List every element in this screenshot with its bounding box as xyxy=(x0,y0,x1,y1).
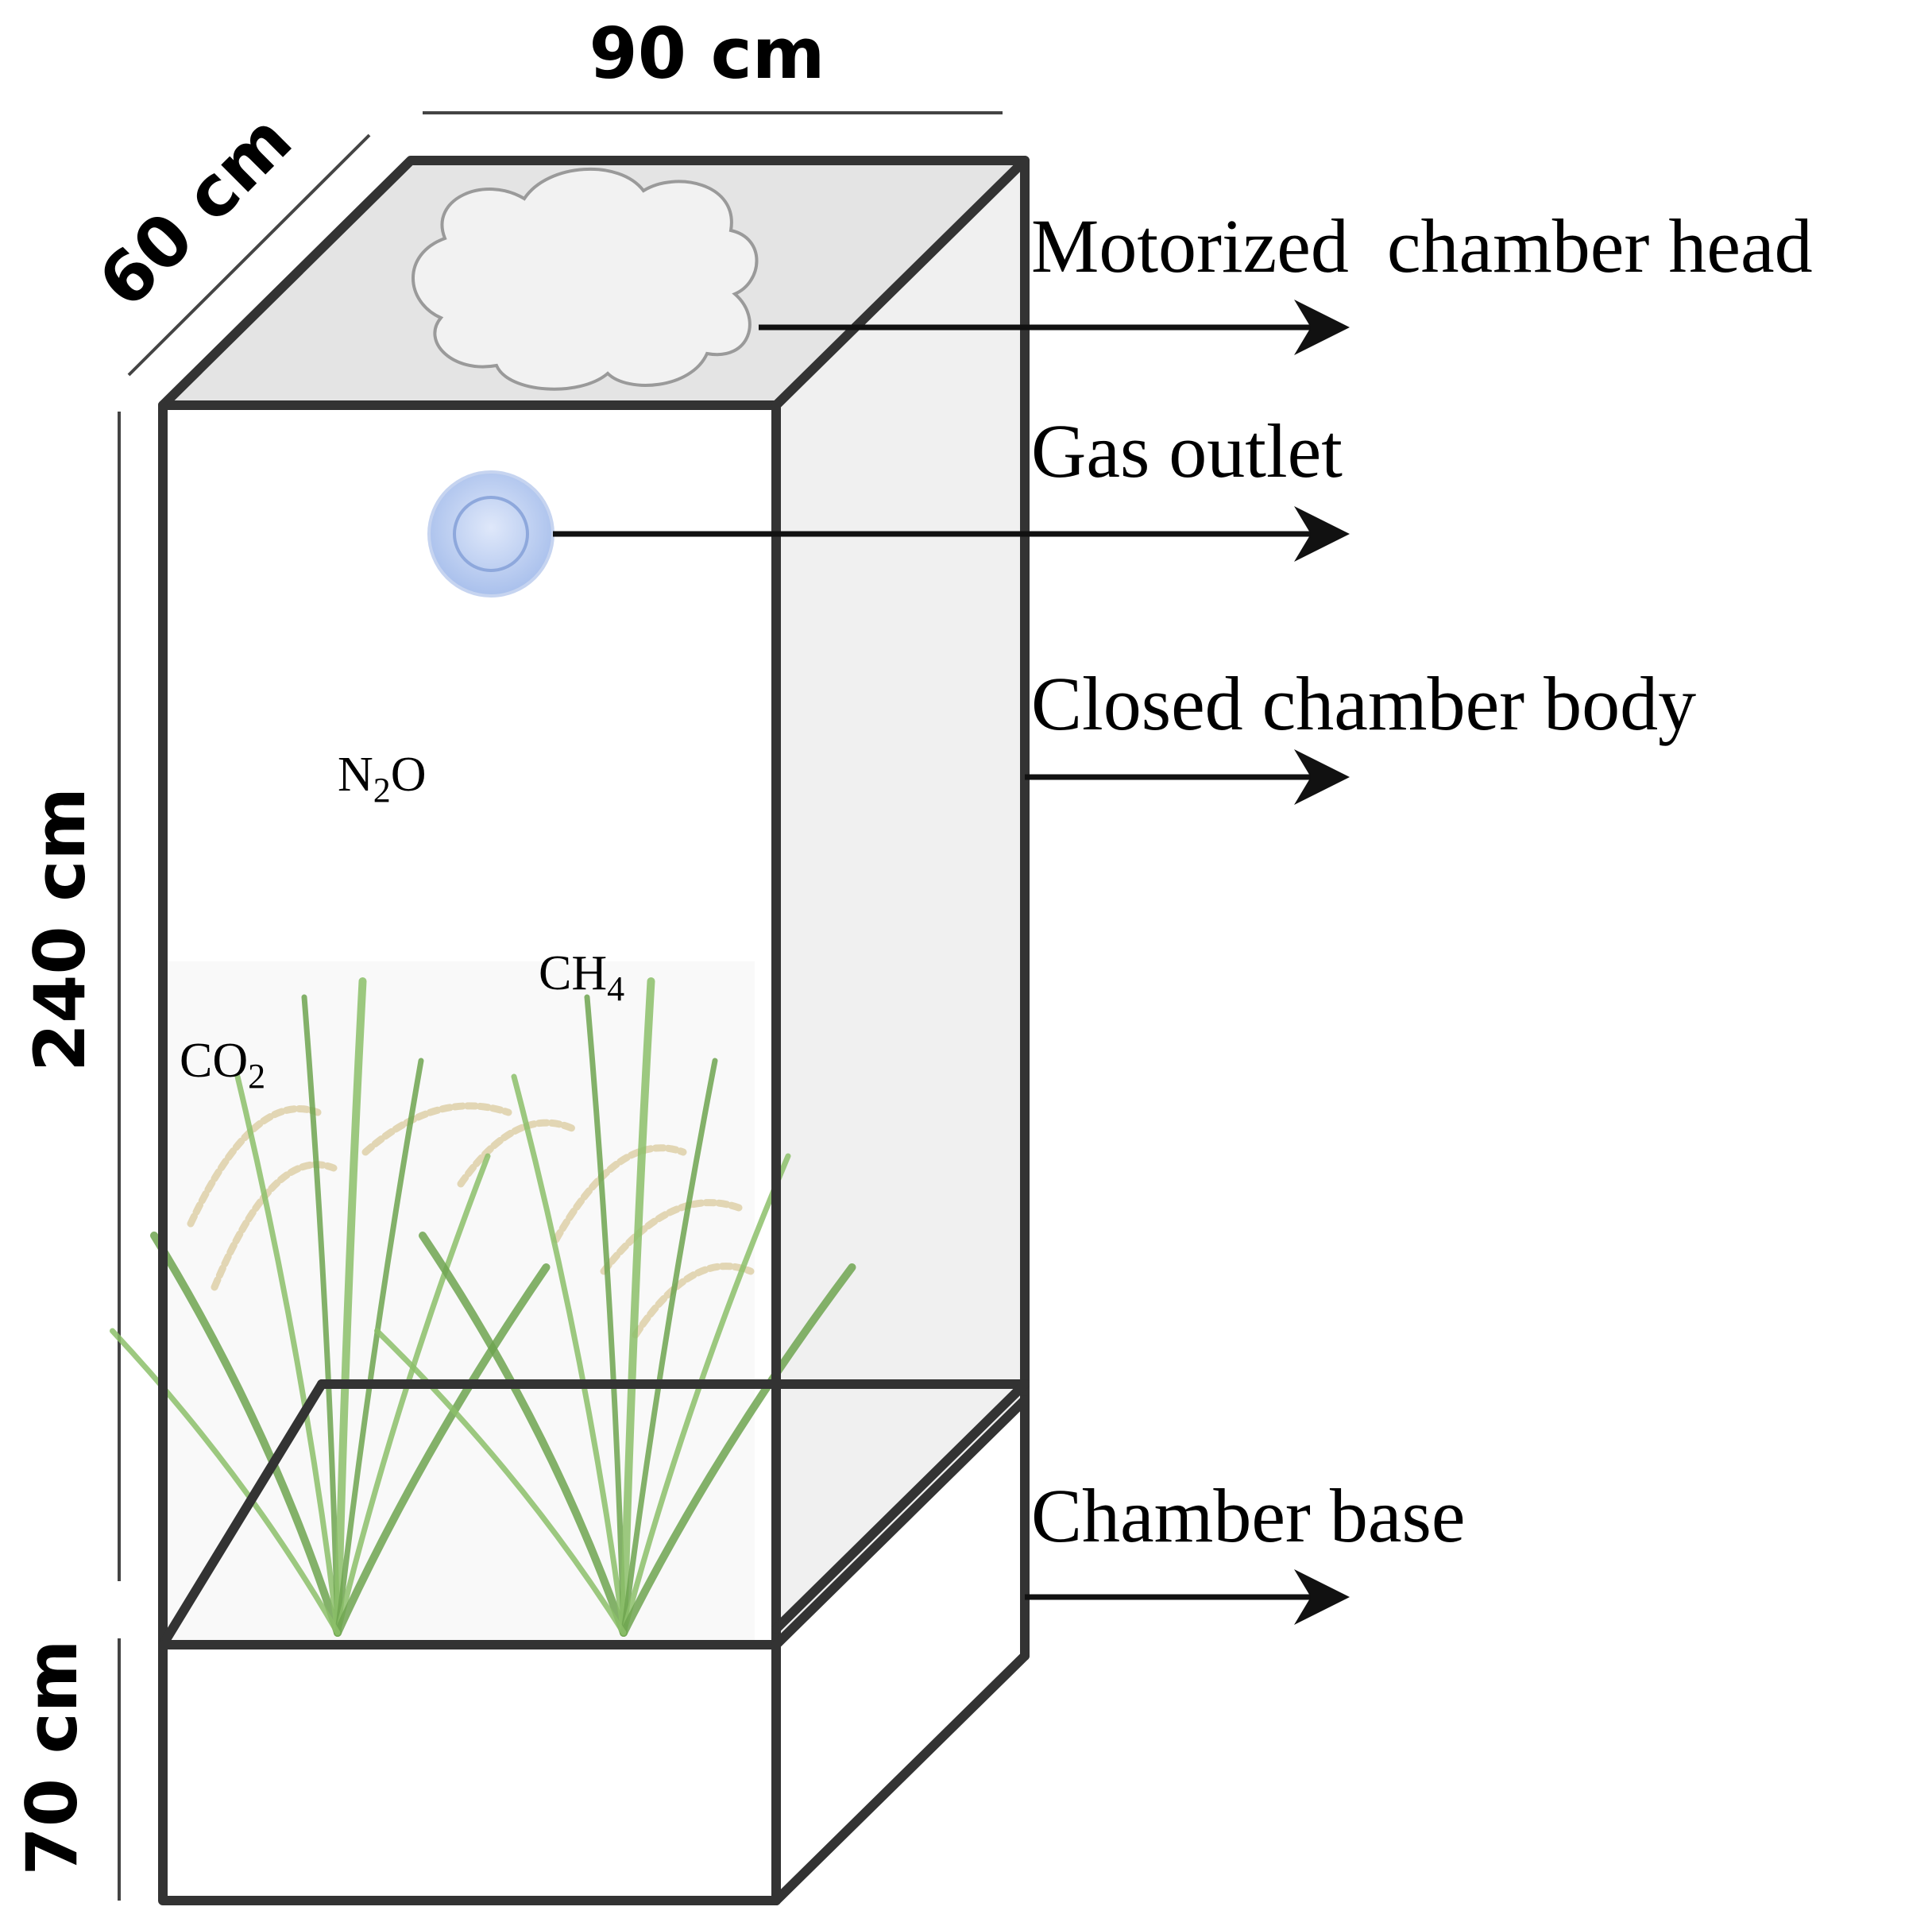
rice-leaf xyxy=(334,1058,424,1636)
rice-leaf xyxy=(334,1263,551,1637)
chamber-head-label: Motorized chamber head xyxy=(1031,203,1813,288)
rice-grain-panicle xyxy=(187,1105,322,1228)
rice-leaf xyxy=(419,1232,628,1637)
gas-outlet-icon xyxy=(427,470,554,598)
rice-leaf xyxy=(334,1153,491,1636)
gas-outlet-label: Gas outlet xyxy=(1031,408,1343,493)
chamber-body-label: Closed chamber body xyxy=(1031,661,1696,746)
rice-grain-panicle xyxy=(632,1263,755,1339)
cloud-icon xyxy=(412,167,759,391)
rice-plants xyxy=(110,977,856,1637)
gas-outlet-inner-ring xyxy=(453,496,529,572)
height-label: 240 cm xyxy=(19,787,101,1072)
chamber-base-side xyxy=(771,1395,1030,1905)
rice-leaf xyxy=(511,1073,627,1636)
gas-label-ch4: CH4 xyxy=(539,946,624,1008)
chamber-base-label: Chamber base xyxy=(1031,1473,1465,1558)
gas-label-co2: CO2 xyxy=(180,1034,265,1096)
chamber-base-rim xyxy=(158,1379,1030,1649)
gas-label-n2o: N2O xyxy=(338,748,427,810)
width-label: 90 cm xyxy=(589,13,825,95)
rice-leaf xyxy=(301,994,341,1636)
rice-grain-panicle xyxy=(552,1144,687,1243)
rice-leaf xyxy=(620,1263,856,1637)
base-height-label: 70 cm xyxy=(11,1640,93,1876)
rice-leaf xyxy=(620,1058,718,1636)
rice-grain-panicle xyxy=(600,1199,743,1275)
rice-grain-panicle xyxy=(457,1119,576,1188)
rice-leaf xyxy=(234,1073,341,1636)
rice-leaf xyxy=(334,977,367,1637)
depth-dimension-line xyxy=(127,133,371,377)
chamber-base-front xyxy=(158,1640,781,1905)
rice-leaf xyxy=(584,994,627,1636)
rice-leaf xyxy=(620,1153,791,1636)
rice-leaf xyxy=(110,1328,341,1636)
rice-leaf xyxy=(374,1328,627,1636)
rice-grain-panicle xyxy=(361,1102,512,1156)
rice-leaf xyxy=(620,977,655,1637)
rice-leaf xyxy=(150,1232,342,1637)
